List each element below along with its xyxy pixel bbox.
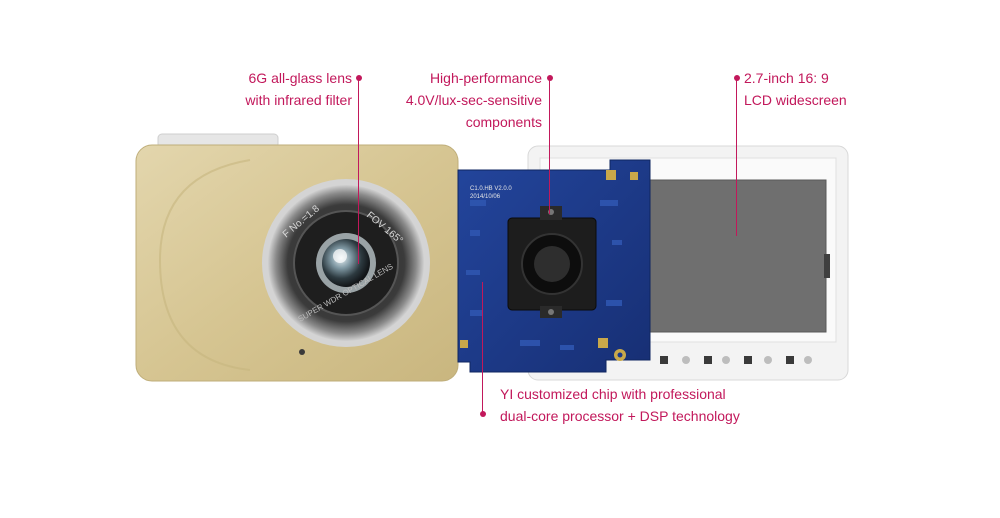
- circuit-board: [457, 159, 651, 373]
- callout-lens-line: [358, 78, 359, 264]
- lens-assembly: [262, 179, 430, 347]
- callout-lens-dot: [356, 75, 362, 81]
- indicator-led: [299, 349, 305, 355]
- callout-screen-dot: [734, 75, 740, 81]
- callout-chip-line: [482, 282, 483, 414]
- board-code-text: C1.0.HB V2.0.0: [470, 186, 512, 192]
- callout-chip-dot: [480, 411, 486, 417]
- callout-components-line3: components: [465, 114, 542, 130]
- callout-components-line1: High-performance: [429, 70, 542, 86]
- callout-screen-line2: LCD widescreen: [744, 92, 847, 108]
- callout-lens-line1: 6G all-glass lens: [248, 70, 353, 86]
- callout-chip: YI customized chip with professional dua…: [500, 383, 790, 427]
- callout-components-line2: 4.0V/lux-sec-sensitive: [405, 92, 542, 108]
- callout-chip-line2: dual-core processor + DSP technology: [500, 408, 740, 424]
- callout-components-dot: [547, 75, 553, 81]
- callout-components: High-performance 4.0V/lux-sec-sensitive …: [360, 67, 542, 133]
- callout-lens-line2: with infrared filter: [245, 92, 352, 108]
- callout-screen-line1: 2.7-inch 16: 9: [744, 70, 829, 86]
- callout-screen: 2.7-inch 16: 9 LCD widescreen: [744, 67, 894, 111]
- callout-lens: 6G all-glass lens with infrared filter: [200, 67, 352, 111]
- callout-components-line: [549, 78, 550, 214]
- callout-chip-line1: YI customized chip with professional: [500, 386, 726, 402]
- callout-screen-line: [736, 78, 737, 236]
- board-date-text: 2014/10/06: [470, 194, 501, 200]
